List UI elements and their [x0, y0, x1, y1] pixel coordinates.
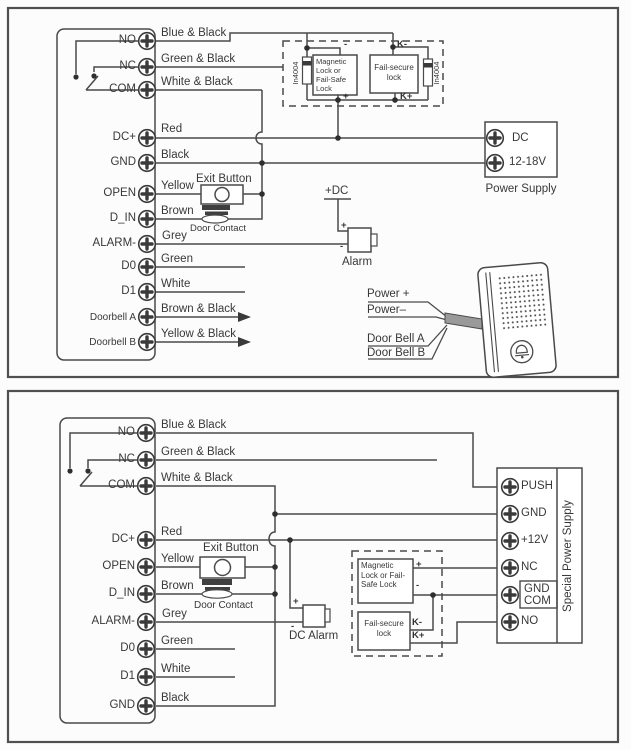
terminal-label-d-in: D_IN — [109, 212, 136, 224]
plus-dc-label: +DC — [325, 185, 349, 197]
terminal-label-open: OPEN — [103, 187, 136, 199]
bottom-junction-dots — [67, 468, 436, 598]
wire-label-white-black: White & Black — [161, 76, 233, 88]
dc-alarm-label: DC Alarm — [289, 630, 339, 642]
terminal-label-d0: D0 — [121, 260, 136, 272]
exit-button-label: Exit Button — [203, 542, 259, 554]
top-panel-components — [200, 54, 558, 360]
panel-borders — [6, 6, 620, 744]
wire-label-grey: Grey — [162, 608, 187, 620]
terminal-label-alarm: ALARM- — [92, 237, 136, 249]
psu-terminal-12-18v: 12-18V — [509, 156, 547, 168]
wire-label-black: Black — [161, 692, 190, 704]
wire-label-brown-black: Brown & Black — [161, 303, 236, 315]
alarm-plus-sign: + — [341, 220, 347, 231]
doorbell-bell-b-label: Door Bell B — [367, 347, 426, 359]
wire-label-red: Red — [161, 526, 183, 538]
wire-label-green: Green — [161, 253, 193, 265]
terminal-label-com: COM — [109, 83, 136, 95]
doorbell-power-minus-label: Power– — [367, 304, 406, 316]
terminal-label-gnd: GND — [109, 699, 135, 711]
wire-label-brown: Brown — [161, 205, 194, 217]
psu-terminal-nc: NC — [521, 561, 538, 573]
diode-label-right: In4004 — [432, 61, 441, 85]
lock-plus-sign: + — [416, 559, 422, 570]
wire-label-blue-black: Blue & Black — [161, 27, 227, 39]
terminal-label-open: OPEN — [102, 560, 135, 572]
terminal-label-nc: NC — [119, 60, 136, 72]
doorbell-bell-a-label: Door Bell A — [367, 333, 425, 345]
terminal-label-d1: D1 — [121, 285, 136, 297]
special-power-supply-caption: Special Power Supply — [562, 500, 574, 612]
psu-terminal-com: COM — [524, 595, 551, 607]
wire-label-black: Black — [161, 149, 190, 161]
wire-label-white: White — [161, 663, 191, 675]
terminal-label-no: NO — [117, 426, 135, 438]
psu-terminal-gnd: GND — [521, 507, 547, 519]
terminal-label-doorbell-a: Doorbell A — [89, 312, 136, 323]
top-junction-dots — [73, 44, 398, 197]
doorbell-power-plus-label: Power + — [367, 288, 410, 300]
lock-minus-sign: - — [416, 580, 420, 591]
exit-button-label: Exit Button — [196, 173, 252, 185]
psu-terminal-gnd2: GND — [524, 583, 550, 595]
wire-label-yellow: Yellow — [161, 553, 194, 565]
wire-label-red: Red — [161, 123, 183, 135]
terminal-label-dc-plus: DC+ — [112, 131, 136, 143]
lock-minus-sign: - — [344, 39, 348, 50]
terminal-label-d0: D0 — [120, 642, 135, 654]
alarm-label: Alarm — [342, 256, 373, 268]
wire-label-green-black: Green & Black — [161, 53, 236, 65]
bottom-panel-wires — [59, 417, 501, 724]
wire-label-grey: Grey — [162, 230, 187, 242]
bell-icon — [515, 344, 530, 359]
terminal-label-doorbell-b: Doorbell B — [89, 337, 136, 348]
wire-label-green-black: Green & Black — [161, 446, 236, 458]
terminal-label-d1: D1 — [120, 670, 135, 682]
doorbell-unit — [477, 261, 557, 379]
psu-terminal-dc: DC — [512, 132, 529, 144]
k-minus-sign: K- — [412, 617, 423, 628]
terminal-label-gnd: GND — [110, 156, 136, 168]
magnetic-lock-label: Magnetic Lock or Fail-Safe Lock — [361, 561, 406, 589]
diode-label-left: In4004 — [291, 61, 300, 85]
wire-label-blue-black: Blue & Black — [161, 419, 227, 431]
terminal-label-nc: NC — [118, 453, 135, 465]
terminal-label-dc-plus: DC+ — [111, 533, 135, 545]
dc-alarm-minus-sign: - — [291, 621, 295, 632]
magnetic-lock-label: Magnetic Lock or Fail-Safe Lock — [316, 57, 347, 93]
fail-secure-lock-label: Fail-secure lock — [364, 619, 404, 638]
door-contact-label: Door Contact — [190, 223, 246, 234]
wire-label-yellow-black: Yellow & Black — [161, 328, 237, 340]
terminal-label-d-in: D_IN — [108, 587, 135, 599]
bottom-panel-components — [199, 467, 583, 651]
k-plus-sign: K+ — [400, 91, 413, 102]
lock-plus-sign: + — [343, 91, 349, 102]
wire-label-white-black: White & Black — [161, 472, 233, 484]
dc-alarm-plus-sign: + — [293, 596, 299, 607]
terminal-label-no: NO — [118, 34, 136, 46]
psu-terminal-no: NO — [521, 615, 539, 627]
terminal-label-com: COM — [108, 479, 135, 491]
psu-terminal-12v: +12V — [521, 534, 549, 546]
k-minus-sign: K- — [397, 39, 408, 50]
power-supply-caption: Power Supply — [485, 183, 557, 195]
fail-secure-lock-label: Fail-secure lock — [374, 63, 414, 82]
k-plus-sign: K+ — [412, 630, 425, 641]
terminal-label-alarm: ALARM- — [91, 615, 135, 627]
bottom-screw-terminals — [135, 423, 520, 716]
door-contact-label: Door Contact — [194, 600, 253, 611]
psu-terminal-push: PUSH — [521, 480, 553, 492]
wire-label-brown: Brown — [161, 580, 194, 592]
wire-label-green: Green — [161, 635, 193, 647]
wire-label-white: White — [161, 278, 191, 290]
alarm-minus-sign: - — [340, 241, 344, 252]
wire-label-yellow: Yellow — [161, 180, 194, 192]
